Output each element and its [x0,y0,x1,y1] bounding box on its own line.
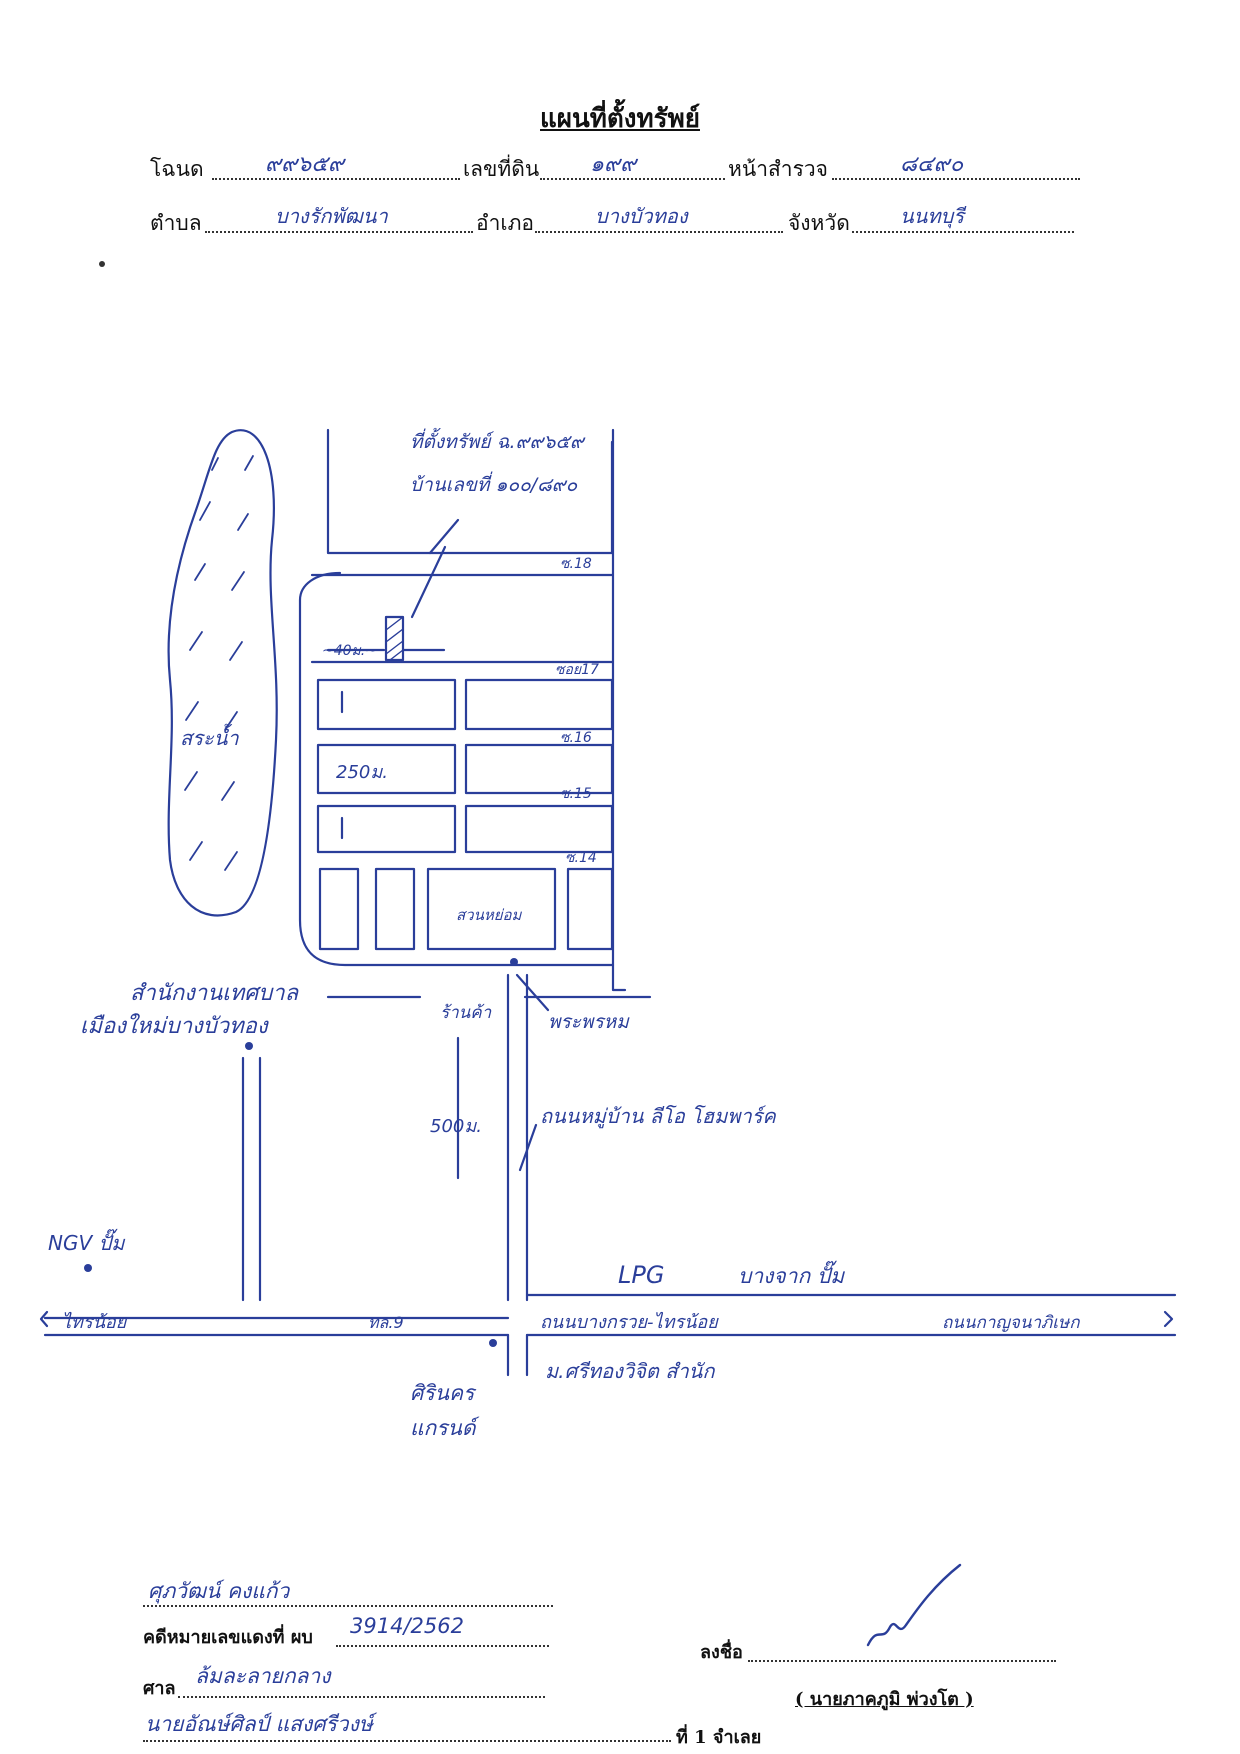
deed-value: ๙๙๖๕๙ [265,152,344,177]
deed-line [212,178,460,180]
village-road-label: ถนนหมู่บ้าน ลีโอ โฮมพาร์ค [540,1104,777,1129]
name-line [143,1605,553,1607]
page-label: ที่ 1 จำเลย [676,1727,762,1748]
person-value: นายอัณษ์ศิลป์ แสงศรีวงษ์ [145,1712,373,1736]
shop-label: ร้านค้า [440,1003,492,1023]
person-line [143,1740,671,1742]
distance-40: ~40ม.~ [322,643,377,659]
district-label: อำเภอ [476,211,535,235]
distance-500: 500ม. [430,1116,482,1137]
property-note-1: ที่ตั้งทรัพย์ ฉ.๙๙๖๕๙ [410,427,586,453]
province-line [852,231,1074,233]
sign-label: ลงชื่อ [700,1642,743,1663]
case-label: คดีหมายเลขแดงที่ ผบ [143,1627,313,1648]
office-label-1: สำนักงานเทศบาล [130,981,300,1006]
lane-14: ซ.14 [565,850,597,866]
right-arrow-label: ถนนกาญจนาภิเษก [942,1313,1080,1333]
signer-name: ( นายภาคภูมิ พ่วงโต ) [795,1689,974,1710]
ngv-label: NGV ปั๊ม [48,1228,126,1255]
subdistrict-line [205,231,473,233]
page-title: แผนที่ตั้งทรัพย์ [540,104,700,134]
land-no-value: ๑๙๙ [590,152,637,177]
property-note-2: บ้านเลขที่ ๑๐๐/๘๙๐ [410,471,578,496]
pond-label: สระน้ำ [180,723,239,750]
lane-16: ซ.16 [560,730,592,746]
survey-label: หน้าสำรวจ [728,157,828,181]
road-number-label: ทล.9 [368,1313,404,1332]
case-value: 3914/2562 [350,1614,464,1638]
subdistrict-label: ตำบล [150,211,202,235]
survey-value: ๘๔๙๐ [900,152,964,177]
left-arrow-label: ไทรน้อย [62,1311,128,1333]
distance-250: 250ม. [336,762,388,783]
court-value: ล้มละลายกลาง [195,1664,331,1688]
shrine-label: พระพรหม [548,1011,630,1033]
court-label: ศาล [143,1678,176,1699]
district-line [535,231,783,233]
land-no-label: เลขที่ดิน [463,157,540,181]
district-value: บางบัวทอง [595,204,688,228]
province-label: จังหวัด [788,211,850,235]
office-label-2: เมืองใหม่บางบัวทอง [80,1013,270,1039]
sirinakorn-label-2: แกรนด์ [410,1416,480,1440]
lane-17: ซอย17 [555,662,599,678]
pond-outline [167,429,278,917]
lane-18: ซ.18 [560,556,592,572]
signature-mark [866,1563,962,1647]
handwritten-name: ศุภวัฒน์ คงแก้ว [148,1579,290,1603]
school-label: ม.ศรีทองวิจิต สำนัก [545,1359,715,1383]
subdistrict-value: บางรักพัฒนา [275,204,388,228]
bangchak-label: บางจาก ปั๊ม [738,1260,845,1288]
lpg-label: LPG [618,1261,664,1289]
province-value: นนทบุรี [900,204,964,228]
park-label: สวนหย่อม [456,906,523,924]
sign-line [748,1660,1056,1662]
main-road-label: ถนนบางกรวย-ไทรน้อย [540,1311,719,1333]
deed-label: โฉนด [150,157,204,181]
lane-15: ซ.15 [560,786,592,802]
survey-line [832,178,1080,180]
court-line [178,1696,545,1698]
sirinakorn-label-1: ศิรินคร [410,1381,477,1405]
land-no-line [540,178,725,180]
case-line [336,1645,549,1647]
